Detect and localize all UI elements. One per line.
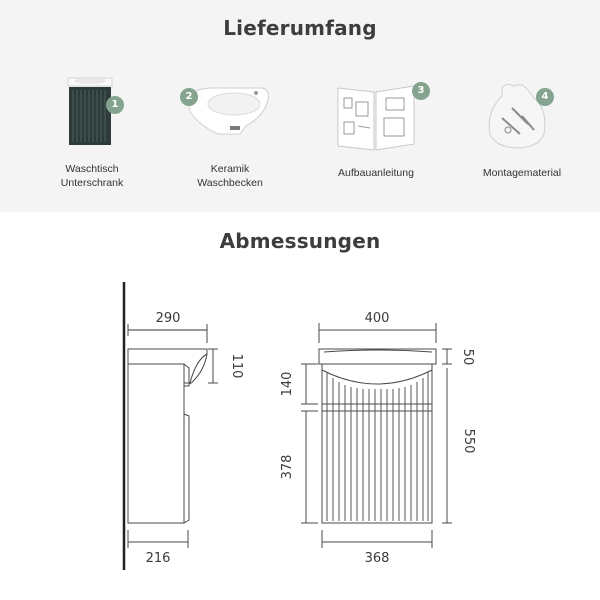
front-lower-section-label: 378	[280, 455, 295, 480]
item-number-badge: 4	[536, 88, 554, 106]
item-number-badge: 3	[412, 82, 430, 100]
front-upper-section-label: 140	[280, 372, 295, 397]
item-caption: Aufbauanleitung	[338, 167, 414, 179]
side-depth-top-label: 290	[156, 311, 181, 326]
item-caption: Keramik Waschbecken	[197, 163, 263, 189]
delivery-item-manual: 3 Aufbauanleitung	[316, 76, 436, 196]
item-caption: Waschtisch Unterschrank	[60, 163, 124, 189]
front-width-bottom-label: 368	[365, 551, 390, 566]
cabinet-icon	[67, 77, 113, 145]
hardware-bag-icon	[488, 83, 546, 149]
side-view-drawing	[122, 282, 218, 570]
delivery-item-cabinet: 1 Waschtisch Unterschrank	[32, 76, 152, 196]
delivery-item-hardware: 4 Montagematerial	[462, 76, 582, 196]
item-number-badge: 1	[106, 96, 124, 114]
manual-icon	[337, 85, 415, 151]
front-total-height-label: 550	[461, 429, 476, 454]
side-basin-height-label: 110	[229, 354, 244, 379]
front-width-top-label: 400	[365, 311, 390, 326]
side-depth-bottom-label: 216	[146, 551, 171, 566]
delivery-title: Lieferumfang	[223, 16, 377, 40]
front-basin-height-label: 50	[460, 349, 475, 366]
item-number-badge: 2	[180, 88, 198, 106]
basin-icon	[187, 87, 269, 135]
item-caption: Montagematerial	[482, 167, 562, 179]
front-view-drawing	[301, 323, 452, 548]
delivery-item-basin: 2 Keramik Waschbecken	[170, 76, 290, 196]
dimensions-title: Abmessungen	[219, 229, 381, 253]
